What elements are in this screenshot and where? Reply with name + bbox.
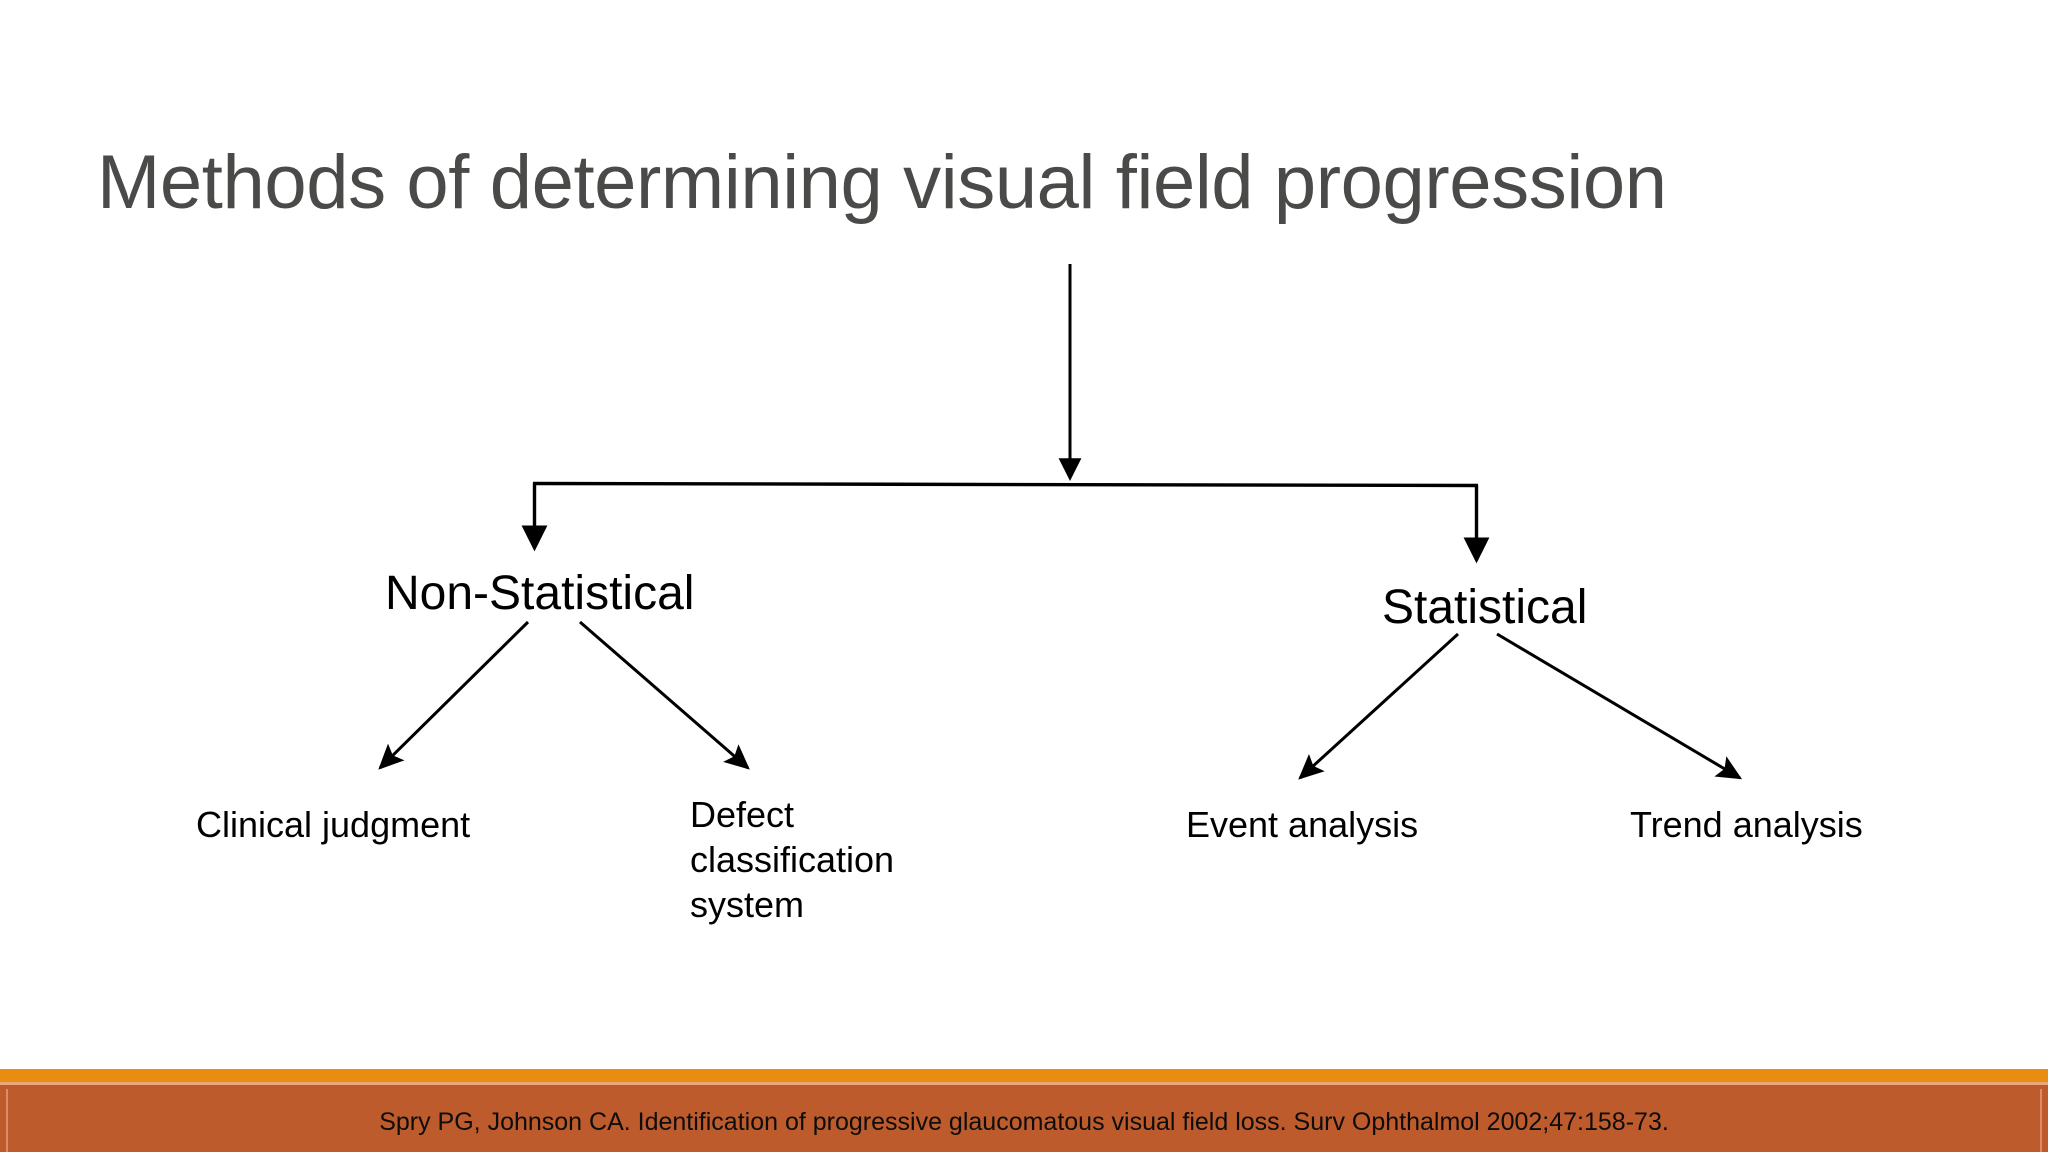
connector-to-defect-classification — [579, 620, 750, 770]
connector-to-clinical-judgment — [378, 620, 530, 770]
node-event-analysis: Event analysis — [1186, 804, 1419, 845]
node-trend-analysis: Trend analysis — [1630, 804, 1863, 845]
footer-citation-text: Spry PG, Johnson CA. Identification of p… — [379, 1108, 1669, 1136]
node-clinical-judgment: Clinical judgment — [196, 804, 471, 845]
node-non-statistical: Non-Statistical — [385, 567, 695, 620]
connector-horizontal-bus — [532, 481, 1479, 488]
footer-accent-strip — [0, 1069, 2048, 1082]
node-statistical: Statistical — [1382, 581, 1588, 634]
node-defect-classification-system: Defect classification system — [690, 794, 895, 925]
connector-to-trend-analysis — [1496, 632, 1743, 780]
connector-to-event-analysis — [1298, 632, 1460, 780]
footer-bar: Spry PG, Johnson CA. Identification of p… — [0, 1082, 2048, 1152]
page-title: Methods of determining visual field prog… — [97, 140, 1667, 225]
